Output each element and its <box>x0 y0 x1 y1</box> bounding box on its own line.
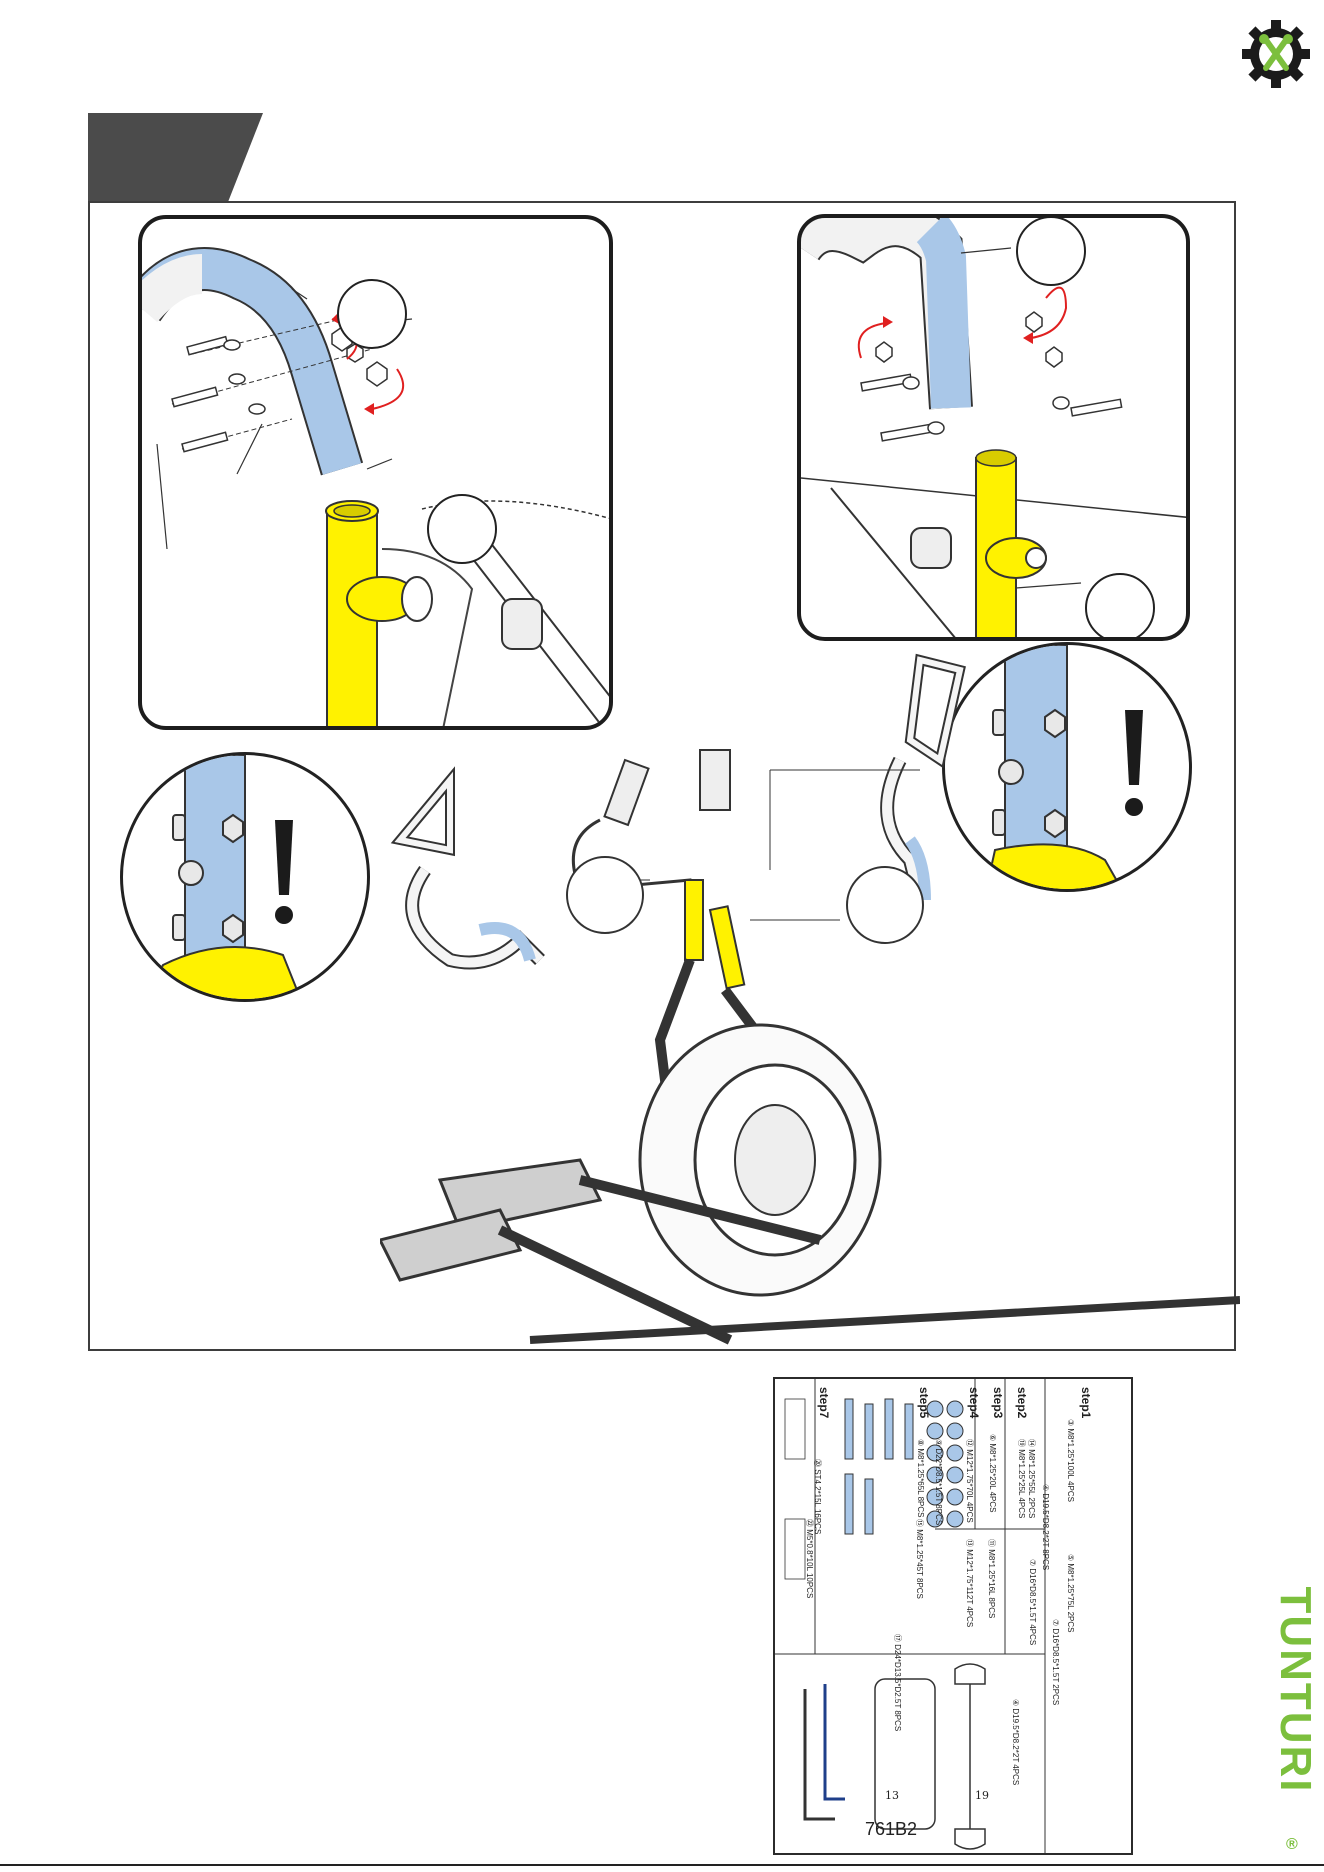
hardware-parts-sheet: step1 step2 step3 step4 step5 step7 ③ M8… <box>773 1377 1133 1855</box>
elliptical-trainer-drawing <box>380 653 1240 1345</box>
sheet-item: ⑮ M8*1.25*45T 8PCS <box>915 1519 924 1599</box>
sheet-step-2: step2 <box>1015 1387 1029 1419</box>
parts-sheet-grid <box>775 1379 1046 1853</box>
sheet-item: ⑦ D16*D8.5*1.5T 4PCS <box>1028 1559 1037 1646</box>
sheet-item: ⑲ M8*1.25*25L 4PCS <box>1017 1439 1026 1519</box>
bolt-check-illustration <box>144 755 302 999</box>
sheet-item: ㉒ M5*0.8*10L 10PCS <box>805 1519 814 1599</box>
sheet-step-3: step3 <box>991 1387 1005 1419</box>
detail-view-left <box>138 215 613 730</box>
sheet-item: ⑬ M12*1.75*112T 4PCS <box>965 1539 974 1628</box>
wrench-size-large: 19 <box>975 1789 989 1802</box>
sheet-item: ⑧ M8*1.25*65L 8PCS <box>916 1439 925 1518</box>
callout-circle-lower-tube <box>427 494 497 564</box>
right-handlebar-assembly-drawing <box>801 218 1186 637</box>
sheet-item: ⑪ M8*1.25*16L 8PCS <box>987 1539 996 1619</box>
zoom-detail-left <box>120 752 370 1002</box>
sheet-item: ⑭ M8*1.25*55L 2PCS <box>1027 1439 1036 1519</box>
sheet-item: ⑫ M12*1.75*70L 4PCS <box>965 1439 974 1523</box>
bolt-check-illustration <box>985 645 1143 889</box>
exclamation-warning-icon <box>1125 710 1143 785</box>
left-handlebar-assembly-drawing <box>142 247 609 726</box>
sheet-item: ③ M8*1.25*100L 4PCS <box>1066 1419 1075 1502</box>
model-number: 761B2 <box>865 1819 918 1839</box>
gear-wrench-logo-icon <box>1242 20 1310 88</box>
sheet-item: ⑨ D22*D8.5*1.5T 8PCS <box>934 1439 943 1526</box>
sheet-step-5: step5 <box>917 1387 931 1419</box>
sheet-item: ⑰ D24*D13.5*D2.5T 8PCS <box>893 1634 902 1732</box>
callout-circle-upper-tube <box>1016 218 1086 286</box>
detail-view-right <box>797 214 1190 641</box>
wrench-size-small: 13 <box>885 1789 899 1802</box>
sheet-item: ⑤ M8*1.25*75L 2PCS <box>1066 1554 1075 1633</box>
zoom-detail-right <box>942 642 1192 892</box>
sheet-step-7: step7 <box>817 1387 831 1419</box>
sheet-item: ④ D19.5*D8.2*2T 4PCS <box>1011 1699 1020 1786</box>
brand-logo: TUNTURI ® <box>1271 1540 1320 1858</box>
step-tab <box>88 113 263 202</box>
brand-name: TUNTURI <box>1271 1586 1320 1794</box>
exclamation-warning-icon <box>275 820 293 895</box>
sheet-item: ④ D19.5*D8.2*2T 8PCS <box>1041 1484 1050 1571</box>
callout-circle-upper-tube <box>337 279 407 349</box>
sheet-step-1: step1 <box>1079 1387 1093 1419</box>
main-illustration-frame <box>88 201 1236 1351</box>
sheet-item: ⑥ M8*1.25*20L 4PCS <box>988 1434 997 1513</box>
sheet-step-4: step4 <box>967 1387 981 1419</box>
sheet-item: ⑦ D16*D8.5*1.5T 2PCS <box>1051 1619 1060 1706</box>
footer-line <box>0 1864 1324 1866</box>
brand-registered-mark: ® <box>1286 1836 1298 1853</box>
callout-circle-lower-tube <box>1085 573 1155 637</box>
